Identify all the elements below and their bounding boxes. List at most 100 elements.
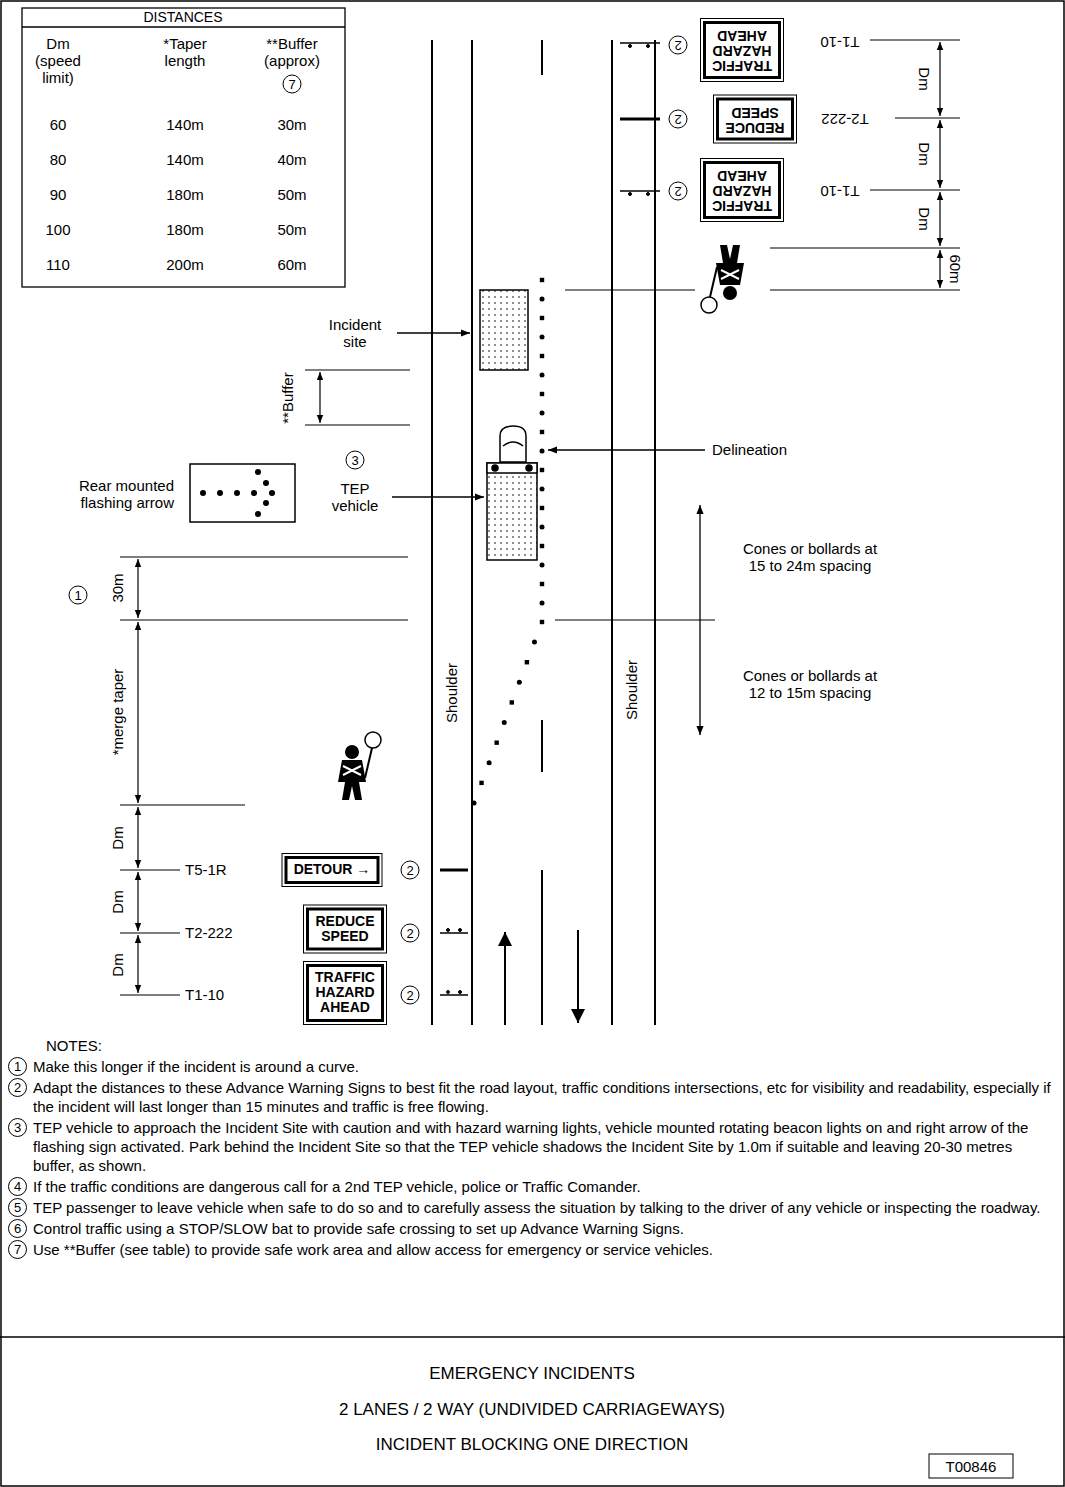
table-cell: 140m xyxy=(166,151,204,168)
cone-marker xyxy=(540,468,544,472)
cone-marker xyxy=(540,506,544,510)
subtitle: INCIDENT BLOCKING ONE DIRECTION xyxy=(376,1435,688,1455)
note-text: Use **Buffer (see table) to provide safe… xyxy=(33,1240,1053,1259)
callout-number: 1 xyxy=(69,586,88,605)
annotation: Delineation xyxy=(712,441,787,458)
dimension-lines xyxy=(120,40,960,995)
table-cell: Dm xyxy=(46,35,69,52)
annotation: T5-1R xyxy=(185,861,227,878)
table-cell: 60m xyxy=(277,256,306,273)
sign-text: DETOUR → xyxy=(294,862,371,877)
cone-marker xyxy=(540,563,545,568)
annotation: Dm xyxy=(915,142,932,165)
annotation: Dm xyxy=(109,953,126,976)
warning-sign: TRAFFIC HAZARD AHEAD xyxy=(306,964,384,1022)
table-cell: 30m xyxy=(277,116,306,133)
annotation: Dm xyxy=(915,67,932,90)
cone-marker xyxy=(502,720,507,725)
cone-marker xyxy=(540,297,545,302)
annotation: Cones or bollards at 15 to 24m spacing xyxy=(735,540,885,575)
distance-table xyxy=(22,8,345,287)
callout-number: 5 xyxy=(8,1198,27,1217)
table-cell: 60 xyxy=(50,116,67,133)
callout-number: 1 xyxy=(8,1057,27,1076)
callout-number: 2 xyxy=(669,182,688,201)
note-text: If the traffic conditions are dangerous … xyxy=(33,1177,1053,1196)
callout-number: 7 xyxy=(283,75,302,94)
note-text: Adapt the distances to these Advance War… xyxy=(33,1078,1053,1116)
cone-marker xyxy=(540,316,544,320)
cone-marker xyxy=(540,411,545,416)
callout-number: 6 xyxy=(8,1219,27,1238)
cone-marker xyxy=(540,620,544,624)
table-cell: 50m xyxy=(277,221,306,238)
annotation: Dm xyxy=(109,890,126,913)
annotation: 60m xyxy=(946,254,963,283)
annotation: Dm xyxy=(109,826,126,849)
note-row: 3TEP vehicle to approach the Incident Si… xyxy=(8,1118,1053,1175)
table-cell: DISTANCES xyxy=(143,9,222,25)
traffic-controller xyxy=(338,732,381,800)
note-row: 6 Control traffic using a STOP/SLOW bat t… xyxy=(8,1219,1053,1238)
subtitle: 2 LANES / 2 WAY (UNDIVIDED CARRIAGEWAYS) xyxy=(339,1400,725,1420)
annotation: Shoulder xyxy=(443,663,460,723)
callout-number: 3 xyxy=(346,451,365,470)
traffic-controller xyxy=(701,245,744,313)
note-row: 7 Use **Buffer (see table) to provide saf… xyxy=(8,1240,1053,1259)
annotation: T1-10 xyxy=(185,986,224,1003)
annotation: T1-10 xyxy=(820,182,859,199)
annotation: Cones or bollards at 12 to 15m spacing xyxy=(735,667,885,702)
note-text: Make this longer if the incident is arou… xyxy=(33,1057,1053,1076)
sign-text: TRAFFIC HAZARD AHEAD xyxy=(712,28,772,73)
annotation: T1-10 xyxy=(820,33,859,50)
road-edges xyxy=(432,40,655,1025)
table-cell: 140m xyxy=(166,116,204,133)
callout-number: 2 xyxy=(669,36,688,55)
annotation: Dm xyxy=(915,207,932,230)
cone-marker xyxy=(487,760,492,765)
cone-marker xyxy=(517,680,522,685)
cone-marker xyxy=(540,335,545,340)
note-text: TEP passenger to leave vehicle when safe… xyxy=(33,1198,1053,1217)
table-cell: *Taper xyxy=(163,35,206,52)
callout-number: 3 xyxy=(8,1118,27,1137)
callout-number: 2 xyxy=(401,986,420,1005)
note-text: Control traffic using a STOP/SLOW bat to… xyxy=(33,1219,1053,1238)
cone-marker xyxy=(540,354,544,358)
note-row: 5 TEP passenger to leave vehicle when saf… xyxy=(8,1198,1053,1217)
leader-lines xyxy=(392,333,705,735)
callout-number: 2 xyxy=(401,861,420,880)
annotation: Shoulder xyxy=(623,660,640,720)
table-cell: 50m xyxy=(277,186,306,203)
warning-sign: REDUCE SPEED xyxy=(306,908,384,951)
traffic-arrows xyxy=(505,930,578,1025)
cone-marker xyxy=(540,544,544,548)
title: EMERGENCY INCIDENTS xyxy=(429,1364,635,1384)
cone-marker xyxy=(540,525,545,530)
cone-marker xyxy=(540,601,545,606)
cone-marker xyxy=(532,640,537,645)
cone-marker xyxy=(510,700,514,704)
drawing-number-box: T00846 xyxy=(929,1454,1014,1479)
table-cell: limit) xyxy=(42,69,74,86)
sign-posts xyxy=(440,43,660,995)
callout-number: 2 xyxy=(8,1078,27,1097)
cone-marker xyxy=(540,582,544,586)
table-cell: (approx) xyxy=(264,52,320,69)
notes-block: NOTES:1Make this longer if the incident … xyxy=(8,1036,1053,1259)
annotation: T2-222 xyxy=(185,924,233,941)
table-cell: 80 xyxy=(50,151,67,168)
callout-number: 7 xyxy=(8,1240,27,1259)
table-cell: 180m xyxy=(166,221,204,238)
sign-text: TRAFFIC HAZARD AHEAD xyxy=(712,168,772,213)
warning-sign: TRAFFIC HAZARD AHEAD xyxy=(703,161,781,219)
annotation: Incident site xyxy=(322,316,388,351)
warning-sign: DETOUR → xyxy=(285,856,380,884)
cone-marker xyxy=(540,392,544,396)
annotation: Rear mounted flashing arrow xyxy=(62,477,174,512)
table-cell: (speed xyxy=(35,52,81,69)
table-cell: 180m xyxy=(166,186,204,203)
sign-text: T00846 xyxy=(946,1458,997,1475)
